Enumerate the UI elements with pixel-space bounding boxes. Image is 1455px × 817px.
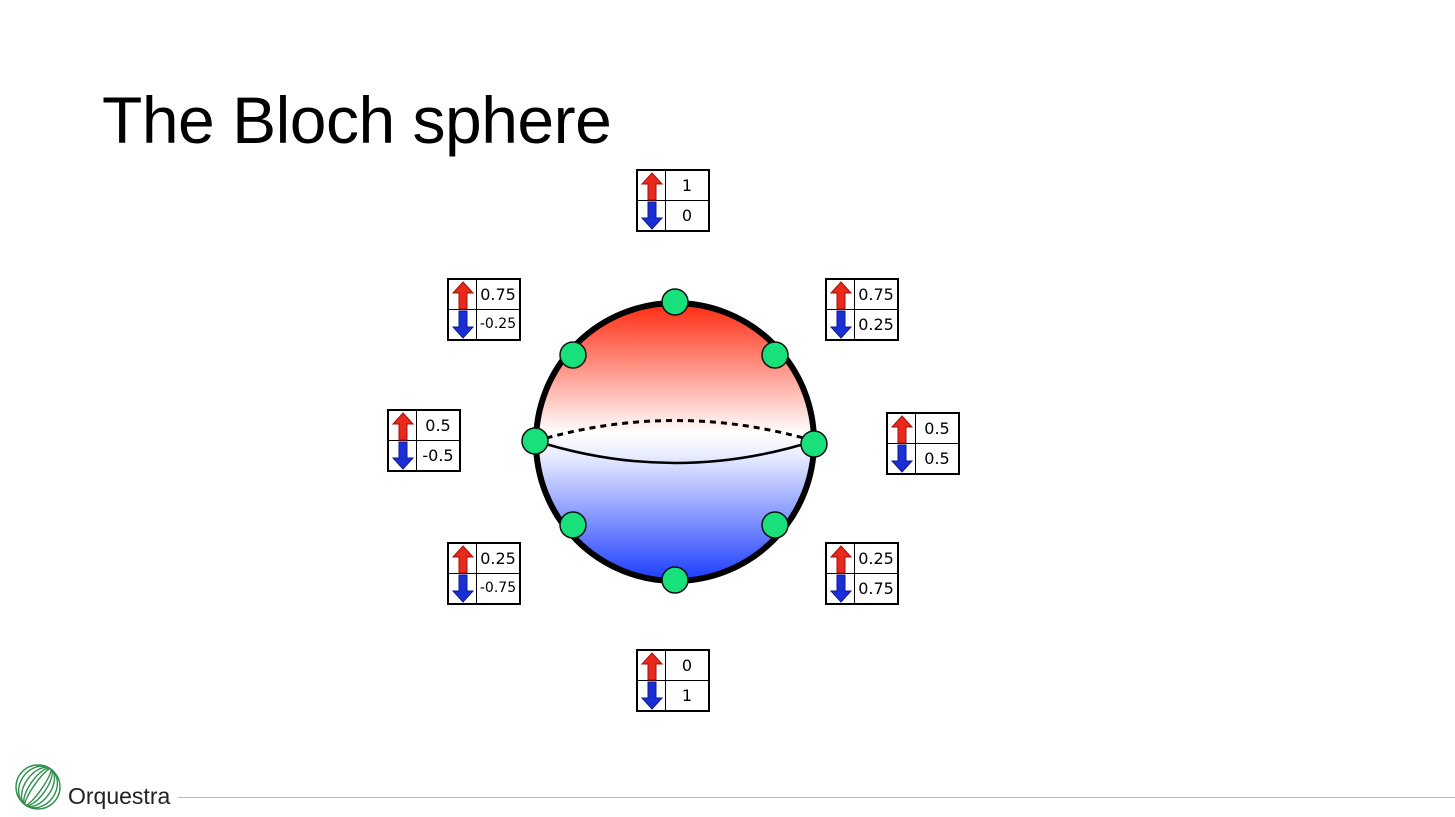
state-point-left[interactable] (521, 427, 549, 455)
spin-up-value: 1 (681, 175, 693, 195)
up-arrow-icon (638, 651, 666, 681)
state-points (521, 288, 828, 594)
spin-up-value: 0 (681, 655, 693, 675)
footer-divider (178, 797, 1455, 798)
state-point-lower-right[interactable] (761, 511, 789, 539)
spin-down-value: -0.75 (479, 580, 517, 597)
state-table-upper-right: 0.75 0.25 (825, 278, 899, 341)
spin-up-value: 0.5 (924, 418, 950, 438)
spin-up-row: 1 (638, 171, 708, 201)
up-arrow-icon (827, 280, 855, 310)
state-point-upper-left[interactable] (559, 341, 587, 369)
spin-down-row: -0.25 (449, 309, 519, 339)
down-arrow-icon (827, 309, 855, 339)
brand-name: Orquestra (68, 783, 171, 809)
down-arrow-icon (827, 573, 855, 603)
spin-down-value: 0 (681, 205, 693, 225)
spin-down-row: -0.75 (449, 573, 519, 603)
state-table-top: 1 0 (636, 169, 710, 232)
spin-up-value: 0.5 (425, 415, 451, 435)
state-point-bottom[interactable] (661, 566, 689, 594)
spin-down-value: 0.75 (858, 578, 894, 598)
state-table-lower-left: 0.25 -0.75 (447, 542, 521, 605)
state-table-upper-left: 0.75 -0.25 (447, 278, 521, 341)
up-arrow-icon (827, 544, 855, 574)
spin-up-row: 0.25 (827, 544, 897, 574)
up-arrow-icon (449, 544, 477, 574)
up-arrow-icon (389, 411, 417, 441)
state-table-bottom: 0 1 (636, 649, 710, 712)
slide-title: The Bloch sphere (102, 83, 612, 157)
spin-down-value: -0.5 (422, 445, 454, 465)
spin-up-row: 0.25 (449, 544, 519, 574)
state-point-top[interactable] (661, 288, 689, 316)
down-arrow-icon (638, 200, 666, 230)
state-table-right: 0.5 0.5 (886, 412, 960, 475)
spin-up-value: 0.75 (858, 284, 894, 304)
up-arrow-icon (449, 280, 477, 310)
spin-up-value: 0.75 (480, 284, 516, 304)
spin-up-row: 0.5 (389, 411, 459, 441)
down-arrow-icon (638, 680, 666, 710)
spin-down-row: 0 (638, 200, 708, 230)
spin-down-row: 1 (638, 680, 708, 710)
spin-down-row: 0.25 (827, 309, 897, 339)
up-arrow-icon (638, 171, 666, 201)
spin-down-value: 1 (681, 685, 693, 705)
equator-front (535, 439, 815, 465)
state-table-left: 0.5 -0.5 (387, 409, 461, 472)
spin-down-value: 0.5 (924, 448, 950, 468)
state-table-lower-right: 0.25 0.75 (825, 542, 899, 605)
spin-down-row: 0.75 (827, 573, 897, 603)
spin-down-value: -0.25 (479, 316, 517, 333)
spin-down-value: 0.25 (858, 314, 894, 334)
spin-down-row: 0.5 (888, 443, 958, 473)
spin-up-value: 0.25 (858, 548, 894, 568)
equator-back (535, 419, 815, 443)
spin-up-value: 0.25 (480, 548, 516, 568)
down-arrow-icon (888, 443, 916, 473)
orquestra-logo-icon (13, 762, 63, 817)
spin-up-row: 0.5 (888, 414, 958, 444)
state-point-right[interactable] (800, 430, 828, 458)
down-arrow-icon (449, 309, 477, 339)
state-point-lower-left[interactable] (559, 511, 587, 539)
spin-up-row: 0.75 (827, 280, 897, 310)
state-point-upper-right[interactable] (761, 341, 789, 369)
spin-up-row: 0 (638, 651, 708, 681)
down-arrow-icon (389, 440, 417, 470)
spin-down-row: -0.5 (389, 440, 459, 470)
up-arrow-icon (888, 414, 916, 444)
down-arrow-icon (449, 573, 477, 603)
spin-up-row: 0.75 (449, 280, 519, 310)
